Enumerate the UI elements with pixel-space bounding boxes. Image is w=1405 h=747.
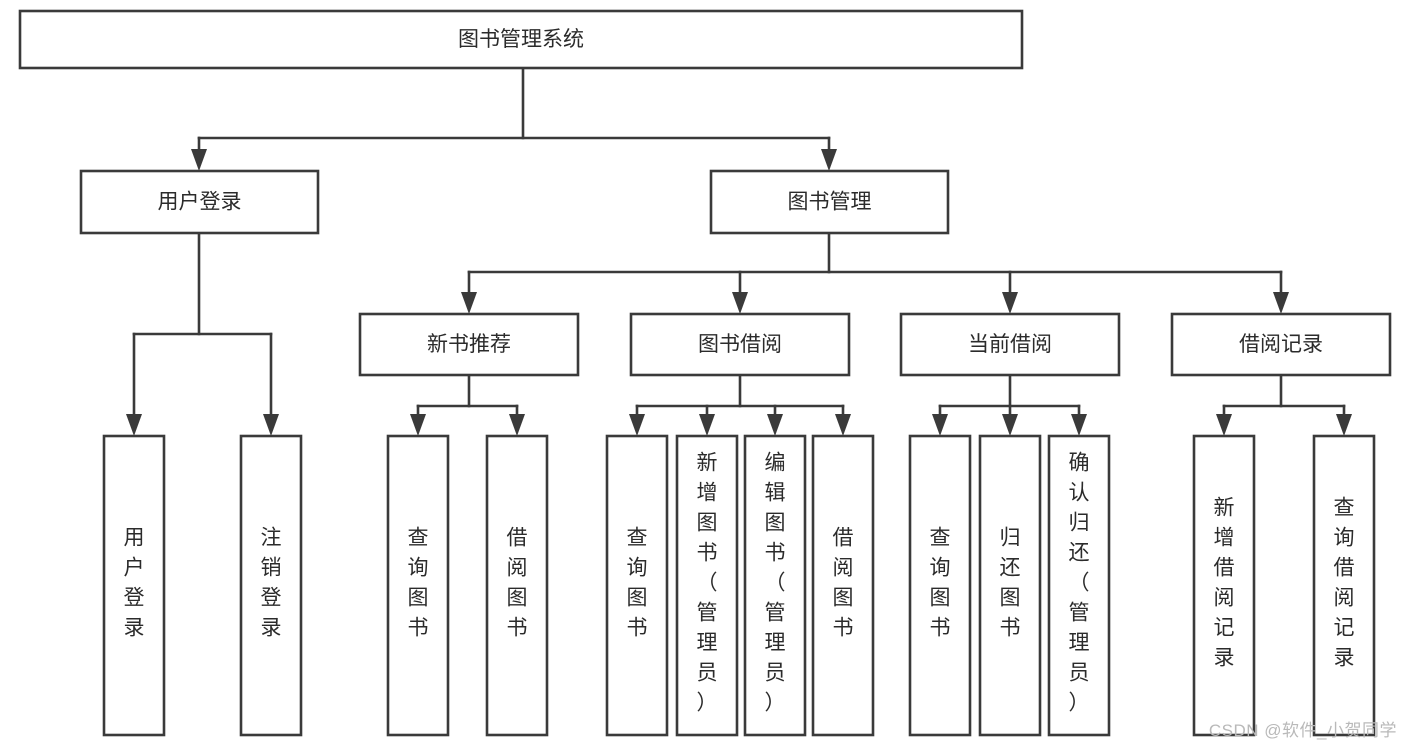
node-label: 查询图书 bbox=[930, 527, 951, 640]
arrow-head-icon bbox=[1336, 414, 1352, 436]
arrow-head-icon bbox=[126, 414, 142, 436]
node-leaf-query-borrow-record[interactable]: 查询借阅记录 bbox=[1312, 434, 1376, 737]
node-label: 借阅记录 bbox=[1239, 333, 1323, 356]
node-box[interactable] bbox=[18, 9, 1024, 70]
node-box[interactable] bbox=[908, 434, 972, 737]
node-user-login[interactable]: 用户登录 bbox=[79, 169, 320, 235]
node-leaf-query-book-1[interactable]: 查询图书 bbox=[386, 434, 450, 737]
node-book-manage[interactable]: 图书管理 bbox=[709, 169, 950, 235]
node-label: 图书借阅 bbox=[698, 333, 782, 356]
node-box[interactable] bbox=[239, 434, 303, 737]
connector-current-borrow-to-leaves bbox=[932, 373, 1087, 436]
node-label: 借阅图书 bbox=[833, 527, 854, 640]
node-leaf-confirm-return-admin[interactable]: 确认归还（管理员） bbox=[1047, 434, 1111, 737]
node-label: 新增图书（管理员） bbox=[697, 452, 718, 715]
arrow-head-icon bbox=[1071, 414, 1087, 436]
node-box[interactable] bbox=[1047, 434, 1111, 737]
node-label: 查询图书 bbox=[408, 527, 429, 640]
node-label: 注销登录 bbox=[261, 527, 282, 640]
node-box[interactable] bbox=[1170, 312, 1392, 377]
node-label: 当前借阅 bbox=[968, 333, 1052, 356]
node-label: 确认归还（管理员） bbox=[1069, 452, 1090, 715]
node-current-borrow[interactable]: 当前借阅 bbox=[899, 312, 1121, 377]
node-borrow-record[interactable]: 借阅记录 bbox=[1170, 312, 1392, 377]
node-box[interactable] bbox=[358, 312, 580, 377]
node-label: 图书管理系统 bbox=[458, 28, 584, 51]
node-box[interactable] bbox=[709, 169, 950, 235]
arrow-head-icon bbox=[1273, 292, 1289, 314]
node-label: 图书管理 bbox=[788, 191, 872, 214]
node-label: 借阅图书 bbox=[507, 527, 528, 640]
node-label: 用户登录 bbox=[124, 527, 145, 640]
connector-root-to-level1 bbox=[191, 66, 837, 171]
node-box[interactable] bbox=[1192, 434, 1256, 737]
node-box[interactable] bbox=[629, 312, 851, 377]
arrow-head-icon bbox=[629, 414, 645, 436]
node-box[interactable] bbox=[102, 434, 166, 737]
arrow-head-icon bbox=[821, 149, 837, 171]
arrow-head-icon bbox=[767, 414, 783, 436]
arrow-head-icon bbox=[509, 414, 525, 436]
connector-book-manage-to-level2 bbox=[461, 231, 1289, 314]
node-label: 编辑图书（管理员） bbox=[765, 452, 786, 715]
node-label: 归还图书 bbox=[1000, 527, 1021, 640]
node-undefined[interactable]: 图书管理系统 bbox=[18, 9, 1024, 70]
node-leaf-return-book[interactable]: 归还图书 bbox=[978, 434, 1042, 737]
arrow-head-icon bbox=[732, 292, 748, 314]
node-label: 新增借阅记录 bbox=[1214, 497, 1235, 670]
arrow-head-icon bbox=[410, 414, 426, 436]
node-label: 新书推荐 bbox=[427, 333, 511, 356]
node-leaf-add-borrow-record[interactable]: 新增借阅记录 bbox=[1192, 434, 1256, 737]
node-leaf-query-book-2[interactable]: 查询图书 bbox=[605, 434, 669, 737]
node-box[interactable] bbox=[79, 169, 320, 235]
node-new-book-recommend[interactable]: 新书推荐 bbox=[358, 312, 580, 377]
node-leaf-add-book-admin[interactable]: 新增图书（管理员） bbox=[675, 434, 739, 737]
arrow-head-icon bbox=[461, 292, 477, 314]
arrow-head-icon bbox=[1002, 414, 1018, 436]
arrow-head-icon bbox=[932, 414, 948, 436]
arrow-head-icon bbox=[263, 414, 279, 436]
node-box[interactable] bbox=[485, 434, 549, 737]
node-leaf-borrow-book-1[interactable]: 借阅图书 bbox=[485, 434, 549, 737]
node-box[interactable] bbox=[605, 434, 669, 737]
node-book-borrow[interactable]: 图书借阅 bbox=[629, 312, 851, 377]
arrow-head-icon bbox=[835, 414, 851, 436]
node-box[interactable] bbox=[899, 312, 1121, 377]
connector-new-book-recommend-to-leaves bbox=[410, 373, 525, 436]
csdn-watermark: CSDN @软件_小贺同学 bbox=[1208, 721, 1397, 740]
node-leaf-query-book-3[interactable]: 查询图书 bbox=[908, 434, 972, 737]
node-box[interactable] bbox=[1312, 434, 1376, 737]
connector-user-login-to-leaves bbox=[126, 231, 279, 436]
node-leaf-borrow-book-2[interactable]: 借阅图书 bbox=[811, 434, 875, 737]
arrow-head-icon bbox=[1216, 414, 1232, 436]
node-label: 用户登录 bbox=[158, 191, 242, 214]
node-label: 查询图书 bbox=[627, 527, 648, 640]
arrow-head-icon bbox=[699, 414, 715, 436]
node-leaf-edit-book-admin[interactable]: 编辑图书（管理员） bbox=[743, 434, 807, 737]
connector-borrow-record-to-leaves bbox=[1216, 373, 1352, 436]
arrow-head-icon bbox=[191, 149, 207, 171]
node-box[interactable] bbox=[978, 434, 1042, 737]
connector-book-borrow-to-leaves bbox=[629, 373, 851, 436]
node-box[interactable] bbox=[386, 434, 450, 737]
node-label: 查询借阅记录 bbox=[1334, 497, 1355, 670]
node-box[interactable] bbox=[743, 434, 807, 737]
arrow-head-icon bbox=[1002, 292, 1018, 314]
node-leaf-logout-login[interactable]: 注销登录 bbox=[239, 434, 303, 737]
node-leaf-user-login[interactable]: 用户登录 bbox=[102, 434, 166, 737]
node-box[interactable] bbox=[811, 434, 875, 737]
node-box[interactable] bbox=[675, 434, 739, 737]
